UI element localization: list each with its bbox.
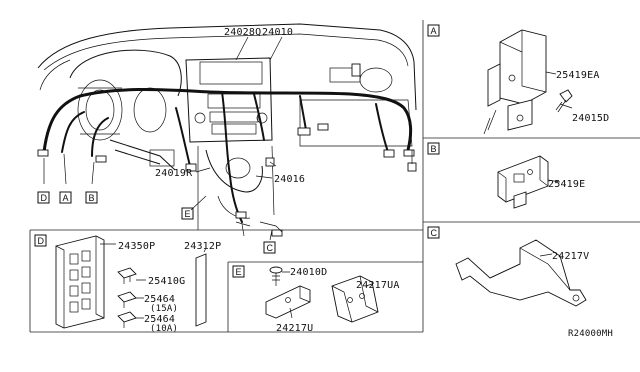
view-marker-c-label: C: [267, 243, 274, 253]
view-marker-d-label: D: [41, 193, 48, 203]
dashboard-wiring-illustration: [37, 23, 417, 241]
panel-c: C 24217V: [427, 226, 589, 307]
fuse-25410g-illustration: [117, 267, 137, 284]
fuse-block-24350p-illustration: [55, 235, 105, 329]
clip-24010d-illustration: [269, 266, 283, 286]
callout-25410g: 25410G: [148, 276, 185, 287]
fuse-25464-10a-illustration: [117, 311, 137, 328]
callout-24217u: 24217U: [276, 323, 313, 334]
callout-24217ua: 24217UA: [356, 280, 400, 291]
callout-25464-b: 25464: [144, 314, 175, 325]
callout-25419ea: 25419EA: [556, 70, 600, 81]
bracket-25419e-illustration: [497, 155, 549, 209]
panel-e: E 24010D 24217UA 24217U: [232, 265, 400, 334]
callout-25419e: 25419E: [548, 179, 585, 190]
panel-a: A 25419EA 24015D: [427, 24, 609, 135]
panel-frames: [29, 20, 640, 333]
strip-24312p-illustration: [195, 253, 207, 327]
panel-e-label: E: [236, 267, 242, 277]
callout-25464-b-rating: (10A): [150, 324, 178, 334]
view-marker-c: C: [263, 241, 276, 254]
panel-a-label: A: [431, 26, 437, 36]
callout-25464-a-rating: (15A): [150, 304, 178, 314]
callout-24010d: 24010D: [290, 267, 327, 278]
view-marker-a: A: [59, 191, 72, 204]
bracket-24217u-illustration: [265, 285, 311, 319]
panel-d: D 24350P 24312P: [34, 234, 221, 334]
callout-24016: 24016: [274, 174, 305, 185]
view-marker-b-label: B: [89, 193, 95, 203]
view-marker-e: E: [181, 207, 194, 220]
callout-25464-a: 25464: [144, 294, 175, 305]
bracket-24217ua-illustration: [331, 275, 379, 323]
view-marker-b: B: [85, 191, 98, 204]
bracket-25419ea-illustration: [483, 29, 547, 135]
callout-24350p: 24350P: [118, 241, 155, 252]
bracket-24217v-illustration: [455, 239, 587, 307]
callout-24217v: 24217V: [552, 251, 589, 262]
callout-24019r: 24019R: [155, 168, 193, 179]
callout-24015d: 24015D: [572, 113, 609, 124]
callout-24028q: 24028Q: [224, 27, 261, 38]
panel-d-label: D: [38, 236, 45, 246]
fuse-25464-15a-illustration: [117, 291, 137, 308]
callout-24312p: 24312P: [184, 241, 221, 252]
callout-24010: 24010: [262, 27, 293, 38]
panel-c-label: C: [431, 228, 438, 238]
screw-24015d-illustration: [555, 89, 573, 113]
panel-b: B 25419E: [427, 142, 585, 209]
view-marker-e-label: E: [185, 209, 191, 219]
panel-b-label: B: [431, 144, 437, 154]
diagram-code: R24000MH: [568, 329, 613, 339]
view-marker-a-label: A: [63, 193, 69, 203]
view-marker-d: D: [37, 191, 50, 204]
